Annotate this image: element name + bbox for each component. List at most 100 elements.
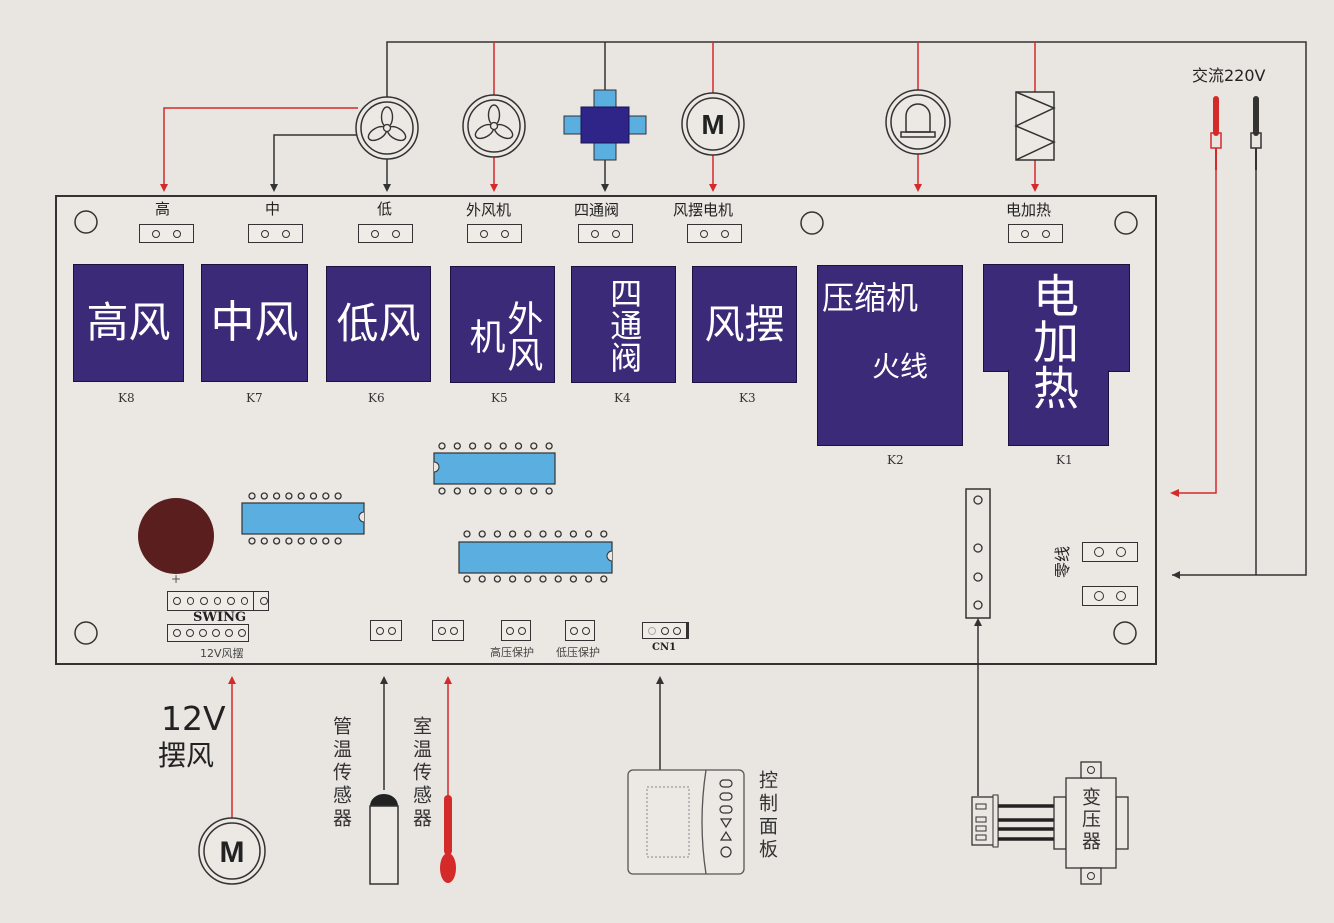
connector-label-swing-motor: 风摆电机 <box>673 201 734 219</box>
cn1-connector[interactable] <box>642 622 689 639</box>
ic-pin <box>499 487 507 495</box>
capacitor-polarity: + <box>171 572 182 586</box>
relay-k6: 低风 <box>326 266 431 382</box>
ic-pin <box>463 530 471 538</box>
arrow-up-icon <box>656 676 664 684</box>
ic-pin <box>453 442 461 450</box>
neutral-terminal[interactable] <box>1082 586 1138 606</box>
ic-pin <box>524 575 532 583</box>
ic-pin <box>600 575 608 583</box>
connector-label-four-way-valve: 四通阀 <box>574 201 620 219</box>
ic-pin <box>545 442 553 450</box>
arrow-down-icon <box>709 184 717 192</box>
ic-pin <box>272 492 281 500</box>
room-temp-sensor-icon <box>440 795 456 883</box>
ic-pin <box>297 492 305 500</box>
relay-label: 中风 <box>210 296 299 348</box>
mounting-hole <box>1114 211 1138 235</box>
ic-pin <box>322 537 330 545</box>
neutral-label: 零线 <box>1053 545 1073 579</box>
pipe-sensor-terminal[interactable] <box>370 620 402 641</box>
connector-label-outdoor-fan: 外风机 <box>466 201 512 219</box>
ic-pin <box>514 442 523 450</box>
connector-label-mid: 中 <box>265 200 281 218</box>
ic-chip <box>458 541 613 574</box>
connector-label-heater: 电加热 <box>1006 201 1052 219</box>
ic-chip <box>433 452 556 485</box>
ic-pin <box>297 537 305 545</box>
ic-pin <box>478 530 486 538</box>
terminal-outdoor-fan[interactable] <box>467 224 522 243</box>
ic-pin <box>334 492 342 500</box>
arrow-up-icon <box>974 618 982 626</box>
capacitor <box>138 498 214 574</box>
room-sensor-terminal[interactable] <box>432 620 464 641</box>
ic-pin <box>530 487 538 495</box>
ic-pin <box>600 530 608 538</box>
relay-id-k2: K2 <box>887 453 904 467</box>
motor-icon: M <box>681 92 745 156</box>
ic-pin <box>524 530 532 538</box>
relay-k8: 高风 <box>73 264 184 382</box>
relay-id-k7: K7 <box>246 391 263 405</box>
pipe-temp-sensor-icon <box>369 794 399 885</box>
ic-pin <box>248 537 256 545</box>
relay-k7: 中风 <box>201 264 308 382</box>
ic-pin <box>438 442 446 450</box>
relay-label: 外风机 <box>463 299 543 372</box>
pipe-temp-sensor-label: 管温传感器 <box>330 716 352 831</box>
transformer-label: 变压器 <box>1079 787 1101 853</box>
terminal-low[interactable] <box>358 224 413 243</box>
svg-text:M: M <box>701 109 724 140</box>
neutral-terminal[interactable] <box>1082 542 1138 562</box>
ic-pin <box>499 442 507 450</box>
live-plug-icon <box>1210 96 1222 170</box>
power-input-label: 交流220V <box>1192 66 1266 85</box>
low-pressure-terminal[interactable] <box>565 620 595 641</box>
relay-k4: 四通阀 <box>571 266 676 383</box>
terminal-high[interactable] <box>139 224 194 243</box>
room-temp-sensor-label: 室温传感器 <box>410 716 432 831</box>
ic-pin <box>514 487 523 495</box>
neutral-plug-icon <box>1250 96 1262 170</box>
terminal-four-way-valve[interactable] <box>578 224 633 243</box>
ic-pin <box>508 575 517 583</box>
terminal-swing-motor[interactable] <box>687 224 742 243</box>
svg-text:M: M <box>220 836 245 869</box>
arrow-down-icon <box>490 184 498 192</box>
ic-pin <box>584 575 593 583</box>
fan-icon <box>462 94 526 158</box>
ic-pin <box>484 487 492 495</box>
arrow-down-icon <box>914 184 922 192</box>
ic-pin <box>539 530 547 538</box>
swing-voltage-label: 12V <box>161 699 226 738</box>
arrow-down-icon <box>383 184 391 192</box>
arrow-left-icon <box>1172 571 1180 579</box>
relay-label: 风摆 <box>704 301 785 348</box>
swing-connector[interactable] <box>167 591 269 611</box>
relay-k1-top <box>983 264 1130 372</box>
motor-icon: M <box>198 817 266 885</box>
arrow-left-icon <box>1170 489 1179 497</box>
terminal-mid[interactable] <box>248 224 303 243</box>
relay-id-k8: K8 <box>118 391 135 405</box>
terminal-heater[interactable] <box>1008 224 1063 243</box>
high-pressure-terminal[interactable] <box>501 620 531 641</box>
swing-12v-connector[interactable] <box>167 624 249 642</box>
lamp-icon <box>885 89 951 155</box>
arrow-up-icon <box>228 676 236 684</box>
ic-pin <box>463 575 471 583</box>
ic-pin <box>478 575 486 583</box>
arrow-down-icon <box>160 184 168 192</box>
swing-connector-label: SWING <box>193 610 247 625</box>
connector-pins <box>973 495 983 610</box>
ic-pin <box>554 575 562 583</box>
relay-k5: 外风机 <box>450 266 555 383</box>
relay-k1-bottom <box>1008 370 1109 446</box>
relay-label: 电加热 <box>1026 272 1080 410</box>
relay-k3: 风摆 <box>692 266 797 383</box>
mounting-hole <box>800 211 824 235</box>
ic-pin <box>309 492 318 500</box>
control-panel-label: 控制面板 <box>756 770 778 862</box>
ic-pin <box>569 575 578 583</box>
